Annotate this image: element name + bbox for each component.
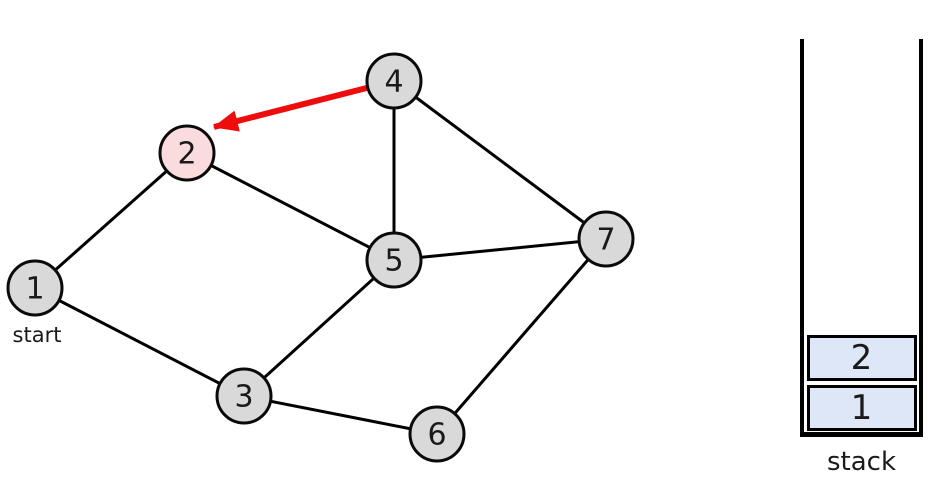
- edge-3-5: [242, 258, 396, 398]
- edge-1-3: [33, 286, 246, 398]
- node-7-circle: [577, 210, 635, 268]
- stack-item-top-value: 2: [850, 338, 873, 378]
- graph-node-6: 6: [408, 405, 466, 463]
- edge-1-2: [33, 151, 189, 290]
- node-3-circle: [215, 367, 273, 425]
- node-7-label: 7: [596, 223, 615, 258]
- node-1-label: 1: [25, 272, 44, 307]
- graph-node-2: 2: [158, 124, 216, 182]
- edge-2-5: [185, 151, 396, 262]
- stack-container: 2 1: [800, 39, 923, 437]
- graph-edges: [33, 79, 608, 436]
- start-label: start: [13, 323, 62, 347]
- graph-node-3: 3: [215, 367, 273, 425]
- stack-item-top: 2: [806, 335, 917, 381]
- node-1-circle: [6, 259, 64, 317]
- graph-node-4: 4: [365, 52, 423, 110]
- graph-node-7: 7: [577, 210, 635, 268]
- edge-3-6: [242, 394, 439, 436]
- node-5-circle: [365, 231, 423, 289]
- edge-4-7: [392, 79, 608, 241]
- stack-item-bottom-value: 1: [850, 388, 873, 428]
- node-2-circle: [158, 124, 216, 182]
- edge-5-7: [392, 237, 608, 262]
- graph-node-1: 1: [6, 259, 64, 317]
- node-3-label: 3: [234, 380, 253, 415]
- node-4-circle: [365, 52, 423, 110]
- node-6-circle: [408, 405, 466, 463]
- graph-svg: 4 2 1 3 5 6 7 start: [6, 52, 635, 463]
- node-5-label: 5: [384, 244, 403, 279]
- node-6-label: 6: [427, 418, 446, 453]
- node-2-label: 2: [177, 137, 196, 172]
- stack-label: stack: [826, 447, 897, 477]
- stack-item-bottom: 1: [806, 385, 917, 431]
- active-edge-arrow-4-to-2: [212, 78, 395, 132]
- edge-6-7: [435, 237, 608, 436]
- graph-node-5: 5: [365, 231, 423, 289]
- node-4-label: 4: [384, 65, 403, 100]
